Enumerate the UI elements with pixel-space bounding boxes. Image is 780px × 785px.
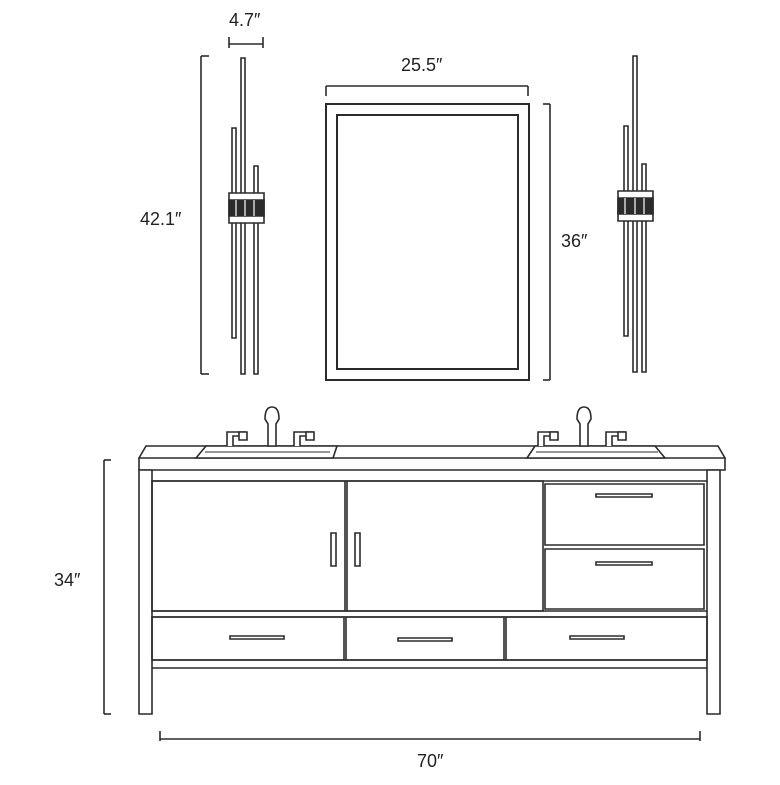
sconce-width-dimension — [229, 37, 263, 48]
mirror — [326, 104, 529, 380]
vanity — [139, 407, 725, 714]
sconce-width-label: 4.7″ — [229, 10, 261, 30]
right-faucet — [538, 407, 626, 446]
vanity-width-label: 70″ — [417, 751, 444, 771]
mirror-width-label: 25.5″ — [401, 55, 443, 75]
left-faucet — [227, 407, 314, 446]
mirror-height-label: 36″ — [561, 231, 588, 251]
mirror-width-dimension — [326, 86, 528, 96]
sconce-height-dimension — [201, 56, 209, 374]
right-sconce — [618, 56, 653, 372]
sconce-height-label: 42.1″ — [140, 209, 182, 229]
vanity-height-label: 34″ — [54, 570, 81, 590]
vanity-width-dimension — [160, 731, 700, 741]
left-sconce — [229, 58, 264, 374]
mirror-height-dimension — [543, 104, 550, 380]
vanity-height-dimension — [104, 460, 111, 714]
